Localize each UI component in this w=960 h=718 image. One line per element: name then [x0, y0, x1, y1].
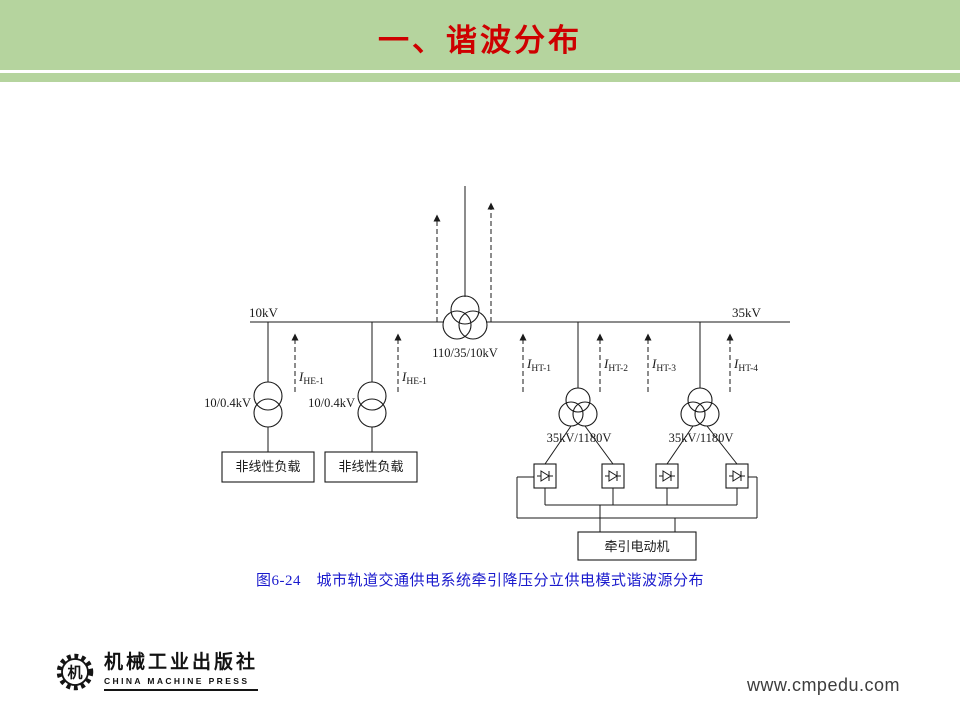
rectifier-units — [533, 463, 749, 489]
current-label-ht4: IHT-4 — [733, 356, 758, 374]
traction-branch-2 — [644, 322, 738, 465]
distribution-branch-1 — [221, 322, 315, 483]
main-transformer-symbol — [442, 295, 488, 340]
bus-label-10kv: 10kV — [249, 305, 279, 320]
nonlinear-load-box-1 — [221, 451, 315, 483]
figure-caption: 图6-24 城市轨道交通供电系统牵引降压分立供电模式谐波源分布 — [256, 573, 704, 589]
distribution-branch-2 — [324, 322, 418, 483]
gear-logo-icon: 机 — [56, 653, 94, 691]
dc-link-wiring — [516, 476, 758, 532]
diode-icon — [605, 470, 621, 482]
nonlinear-load-label-1: 非线性负载 — [235, 459, 300, 474]
publisher-name-en: CHINA MACHINE PRESS — [104, 675, 250, 686]
publisher-name-cn: 机械工业出版社 — [104, 652, 259, 674]
main-transformer-label: 110/35/10kV — [432, 346, 498, 360]
current-label-ht3: IHT-3 — [651, 356, 676, 374]
header-bottom-strip — [0, 73, 960, 82]
traction-motor-label: 牵引电动机 — [604, 539, 669, 554]
gear-logo-character: 机 — [67, 664, 82, 682]
traction-branch-1 — [519, 322, 614, 465]
publisher-logo: 机 机械工业出版社 CHINA MACHINE PRESS — [55, 652, 259, 692]
bus-label-35kv: 35kV — [732, 305, 762, 320]
slide-header: 一、谐波分布 — [0, 0, 960, 70]
nonlinear-load-box-2 — [324, 451, 418, 483]
header-divider-line — [0, 70, 960, 73]
traction-transformer-label-2: 35kV/1180V — [669, 431, 734, 445]
slide-title: 一、谐波分布 — [378, 22, 582, 58]
diode-icon — [537, 470, 553, 482]
traction-transformer-label-1: 35kV/1180V — [547, 431, 612, 445]
diode-icon — [659, 470, 675, 482]
current-label-ht1: IHT-1 — [526, 356, 551, 374]
website-url: www.cmpedu.com — [746, 675, 900, 695]
current-label-he1: IHE-1 — [298, 369, 324, 387]
dist-transformer-label-2: 10/0.4kV — [308, 396, 355, 410]
current-label-ht2: IHT-2 — [603, 356, 628, 374]
current-label-he2: IHE-1 — [401, 369, 427, 387]
main-wiring — [250, 186, 790, 323]
nonlinear-load-label-2: 非线性负载 — [338, 459, 403, 474]
diode-icon — [729, 470, 745, 482]
traction-motor-box — [577, 531, 697, 561]
dist-transformer-label-1: 10/0.4kV — [204, 396, 251, 410]
publisher-name-block: 机械工业出版社 CHINA MACHINE PRESS — [104, 652, 259, 691]
